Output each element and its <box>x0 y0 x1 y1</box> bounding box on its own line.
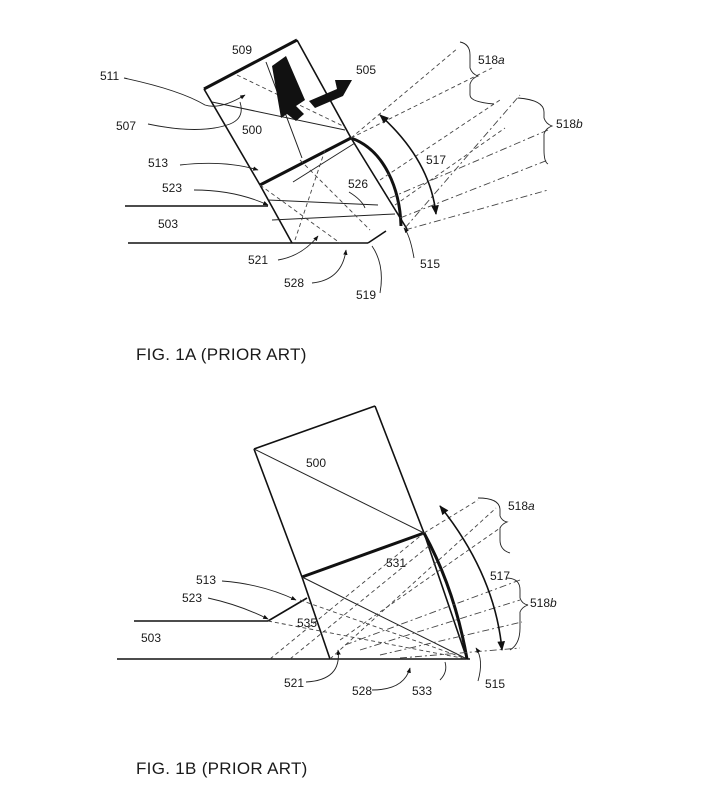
angle-arrow-517 <box>379 114 439 215</box>
label-518a-1b-suffix: a <box>528 499 535 513</box>
label-505: 505 <box>356 63 376 77</box>
label-518b-suffix: b <box>576 117 583 131</box>
leader-lines-1b <box>207 580 481 691</box>
label-507: 507 <box>116 119 136 133</box>
label-518a-1b: 518a <box>508 499 535 513</box>
label-531: 531 <box>386 556 406 570</box>
label-500-1b: 500 <box>306 456 326 470</box>
label-523-1b: 523 <box>182 591 202 605</box>
label-503: 503 <box>158 217 178 231</box>
figure-1b: 500 531 513 523 503 535 517 518a 518b 52… <box>117 405 557 778</box>
label-528: 528 <box>284 276 304 290</box>
interface-513 <box>259 136 352 187</box>
label-509: 509 <box>232 43 252 57</box>
label-518b-1b-number: 518 <box>530 596 550 610</box>
label-521: 521 <box>248 253 268 267</box>
substrate-503-1b <box>117 597 470 660</box>
caption-fig-1b: FIG. 1B (PRIOR ART) <box>136 759 308 778</box>
label-503-1b: 503 <box>141 631 161 645</box>
brace-518a-1b <box>477 497 511 554</box>
label-521-1b: 521 <box>284 676 304 690</box>
label-518a-1b-number: 518 <box>508 499 528 513</box>
light-guide-block-500 <box>203 38 408 244</box>
label-515: 515 <box>420 257 440 271</box>
label-526: 526 <box>348 177 368 191</box>
figure-1a: 509 505 511 507 500 513 523 503 526 517 … <box>100 38 583 364</box>
brace-518a <box>459 41 495 105</box>
label-518b-1b-suffix: b <box>550 596 557 610</box>
label-515-1b: 515 <box>485 677 505 691</box>
label-500: 500 <box>242 123 262 137</box>
light-guide-block-500-1b <box>253 405 468 660</box>
output-rays-518b <box>389 94 549 231</box>
label-523: 523 <box>162 181 182 195</box>
reflector-509 <box>203 38 298 91</box>
label-518a-suffix: a <box>498 53 505 67</box>
substrate-503 <box>125 205 387 244</box>
brace-518b <box>517 97 554 165</box>
output-rays-518a-1b <box>329 499 501 660</box>
angle-arrow-517-1b <box>439 505 506 651</box>
label-535: 535 <box>297 616 317 630</box>
output-rays-518b-1b <box>344 579 523 659</box>
interface-513-1b <box>301 531 425 579</box>
label-518b-number: 518 <box>556 117 576 131</box>
arrow-505 <box>272 56 352 121</box>
leader-lines-1a <box>123 77 415 294</box>
label-519: 519 <box>356 288 376 302</box>
caption-fig-1a: FIG. 1A (PRIOR ART) <box>136 345 307 364</box>
label-517-1b: 517 <box>490 569 510 583</box>
label-518b-1b: 518b <box>530 596 557 610</box>
label-517: 517 <box>426 153 446 167</box>
label-518a: 518a <box>478 53 505 67</box>
label-513: 513 <box>148 156 168 170</box>
label-513-1b: 513 <box>196 573 216 587</box>
label-518a-number: 518 <box>478 53 498 67</box>
label-511: 511 <box>100 69 119 83</box>
brace-518b-1b <box>505 577 529 651</box>
label-533: 533 <box>412 684 432 698</box>
label-528-1b: 528 <box>352 684 372 698</box>
label-518b: 518b <box>556 117 583 131</box>
